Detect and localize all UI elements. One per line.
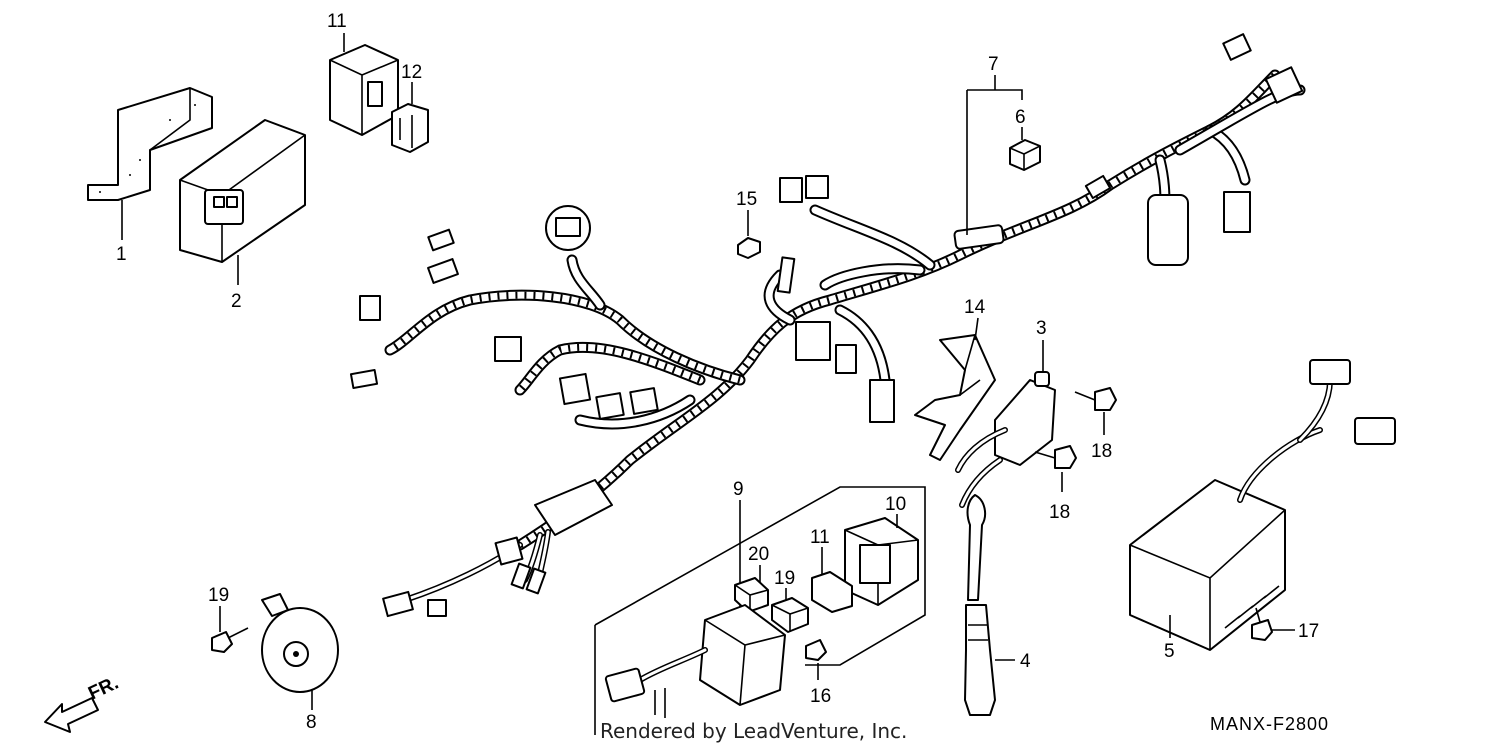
callout-1: 1	[116, 244, 127, 265]
callout-8: 8	[306, 712, 317, 733]
callout-13: 12	[401, 62, 422, 83]
part-15-grommet	[737, 237, 761, 259]
callout-15: 15	[736, 189, 757, 210]
part-17-bolt	[1251, 607, 1273, 641]
callout-4: 4	[1020, 651, 1031, 672]
callout-20: 19	[774, 568, 795, 589]
part-5-regulator-rectifier	[1129, 359, 1396, 651]
part-1-bracket	[87, 87, 213, 201]
callout-3: 3	[1036, 318, 1047, 339]
callout-21: 20	[748, 544, 769, 565]
part-7-main-harness	[384, 69, 1306, 603]
part-21-terminal	[734, 577, 769, 613]
part-18-bolt-upper	[1074, 387, 1117, 411]
part-2-cdi-unit	[179, 119, 306, 263]
credit-text: Rendered by LeadVenture, Inc.	[600, 719, 907, 743]
callout-16: 16	[810, 686, 831, 707]
part-18-bolt-lower	[1034, 445, 1077, 469]
part-11-gasket	[811, 571, 853, 613]
part-12-relay	[329, 44, 399, 136]
front-arrow: FR.	[44, 673, 122, 733]
callout-17: 17	[1298, 621, 1319, 642]
part-20-terminal	[771, 597, 809, 633]
part-16-bolt	[805, 639, 827, 661]
part-4-plug-cap	[964, 494, 996, 716]
diagram-code: MANX-F2800	[1210, 714, 1329, 734]
callout-6: 6	[1015, 107, 1026, 128]
callout-14: 14	[964, 297, 986, 318]
callout-18-lower: 18	[1049, 502, 1070, 523]
callout-2: 2	[231, 291, 242, 312]
part-19-bolt	[211, 627, 249, 653]
part-13-mount	[391, 103, 429, 153]
callout-7: 7	[988, 54, 999, 75]
callout-5: 5	[1164, 641, 1175, 662]
callout-9: 9	[733, 479, 744, 500]
callout-10: 10	[885, 494, 906, 515]
part-8-horn	[261, 593, 339, 693]
callout-11: 11	[810, 527, 830, 548]
callout-19: 19	[208, 585, 229, 606]
part-6-connector	[1009, 139, 1041, 171]
part-10-case	[844, 517, 919, 606]
part-9-kit-outline	[594, 486, 926, 735]
part-14-stay	[914, 334, 996, 461]
callout-12: 11	[327, 11, 347, 32]
part-9-switch-body	[604, 604, 786, 718]
callout-18-upper: 18	[1091, 441, 1112, 462]
part-3-ignition-coil	[955, 371, 1056, 508]
